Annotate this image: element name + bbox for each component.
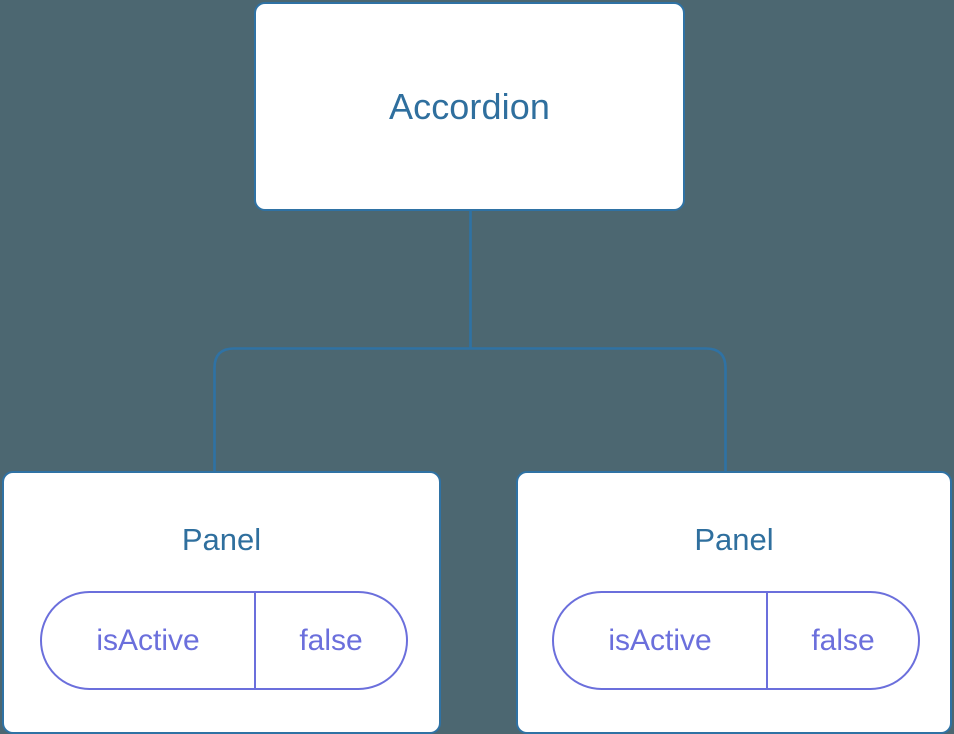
- state-pill[interactable]: isActive false: [40, 591, 408, 690]
- node-panel-label: Panel: [694, 522, 774, 557]
- state-pill-value: false: [811, 623, 875, 657]
- edge-to-panel-1: [470, 347, 727, 473]
- node-panel-body: Panel isActive false: [518, 473, 950, 732]
- state-pill-key: isActive: [554, 593, 768, 688]
- node-panel-label: Panel: [181, 522, 262, 557]
- state-pill-key: isActive: [42, 593, 256, 688]
- edge-to-panel-0: [213, 347, 471, 473]
- node-accordion[interactable]: Accordion: [254, 2, 685, 211]
- node-panel[interactable]: Panel isActive false: [516, 471, 952, 734]
- state-pill[interactable]: isActive false: [552, 591, 920, 690]
- node-panel[interactable]: Panel isActive false: [2, 471, 441, 734]
- node-panel-body: Panel isActive false: [4, 473, 439, 732]
- node-accordion-label: Accordion: [389, 85, 550, 127]
- state-pill-value: false: [299, 623, 363, 657]
